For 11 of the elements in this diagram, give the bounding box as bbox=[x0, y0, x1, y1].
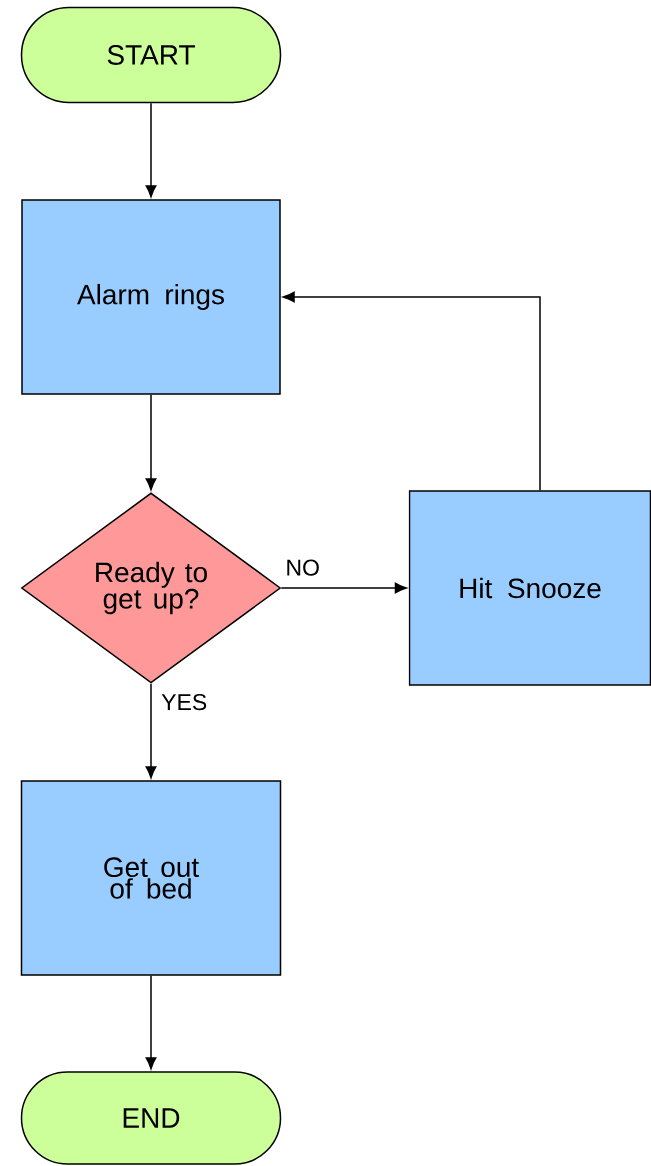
edge-label: NO bbox=[283, 557, 322, 578]
arrow bbox=[145, 394, 157, 491]
arrow bbox=[145, 683, 157, 779]
process-box: Hit Snooze bbox=[408, 490, 651, 686]
arrow bbox=[280, 582, 407, 594]
arrow bbox=[282, 291, 541, 491]
arrow bbox=[145, 975, 157, 1070]
edge-label: YES bbox=[159, 691, 210, 713]
process-box: Alarm rings bbox=[21, 199, 281, 395]
process-box: Get out of bed bbox=[20, 780, 282, 976]
arrow bbox=[145, 102, 157, 198]
